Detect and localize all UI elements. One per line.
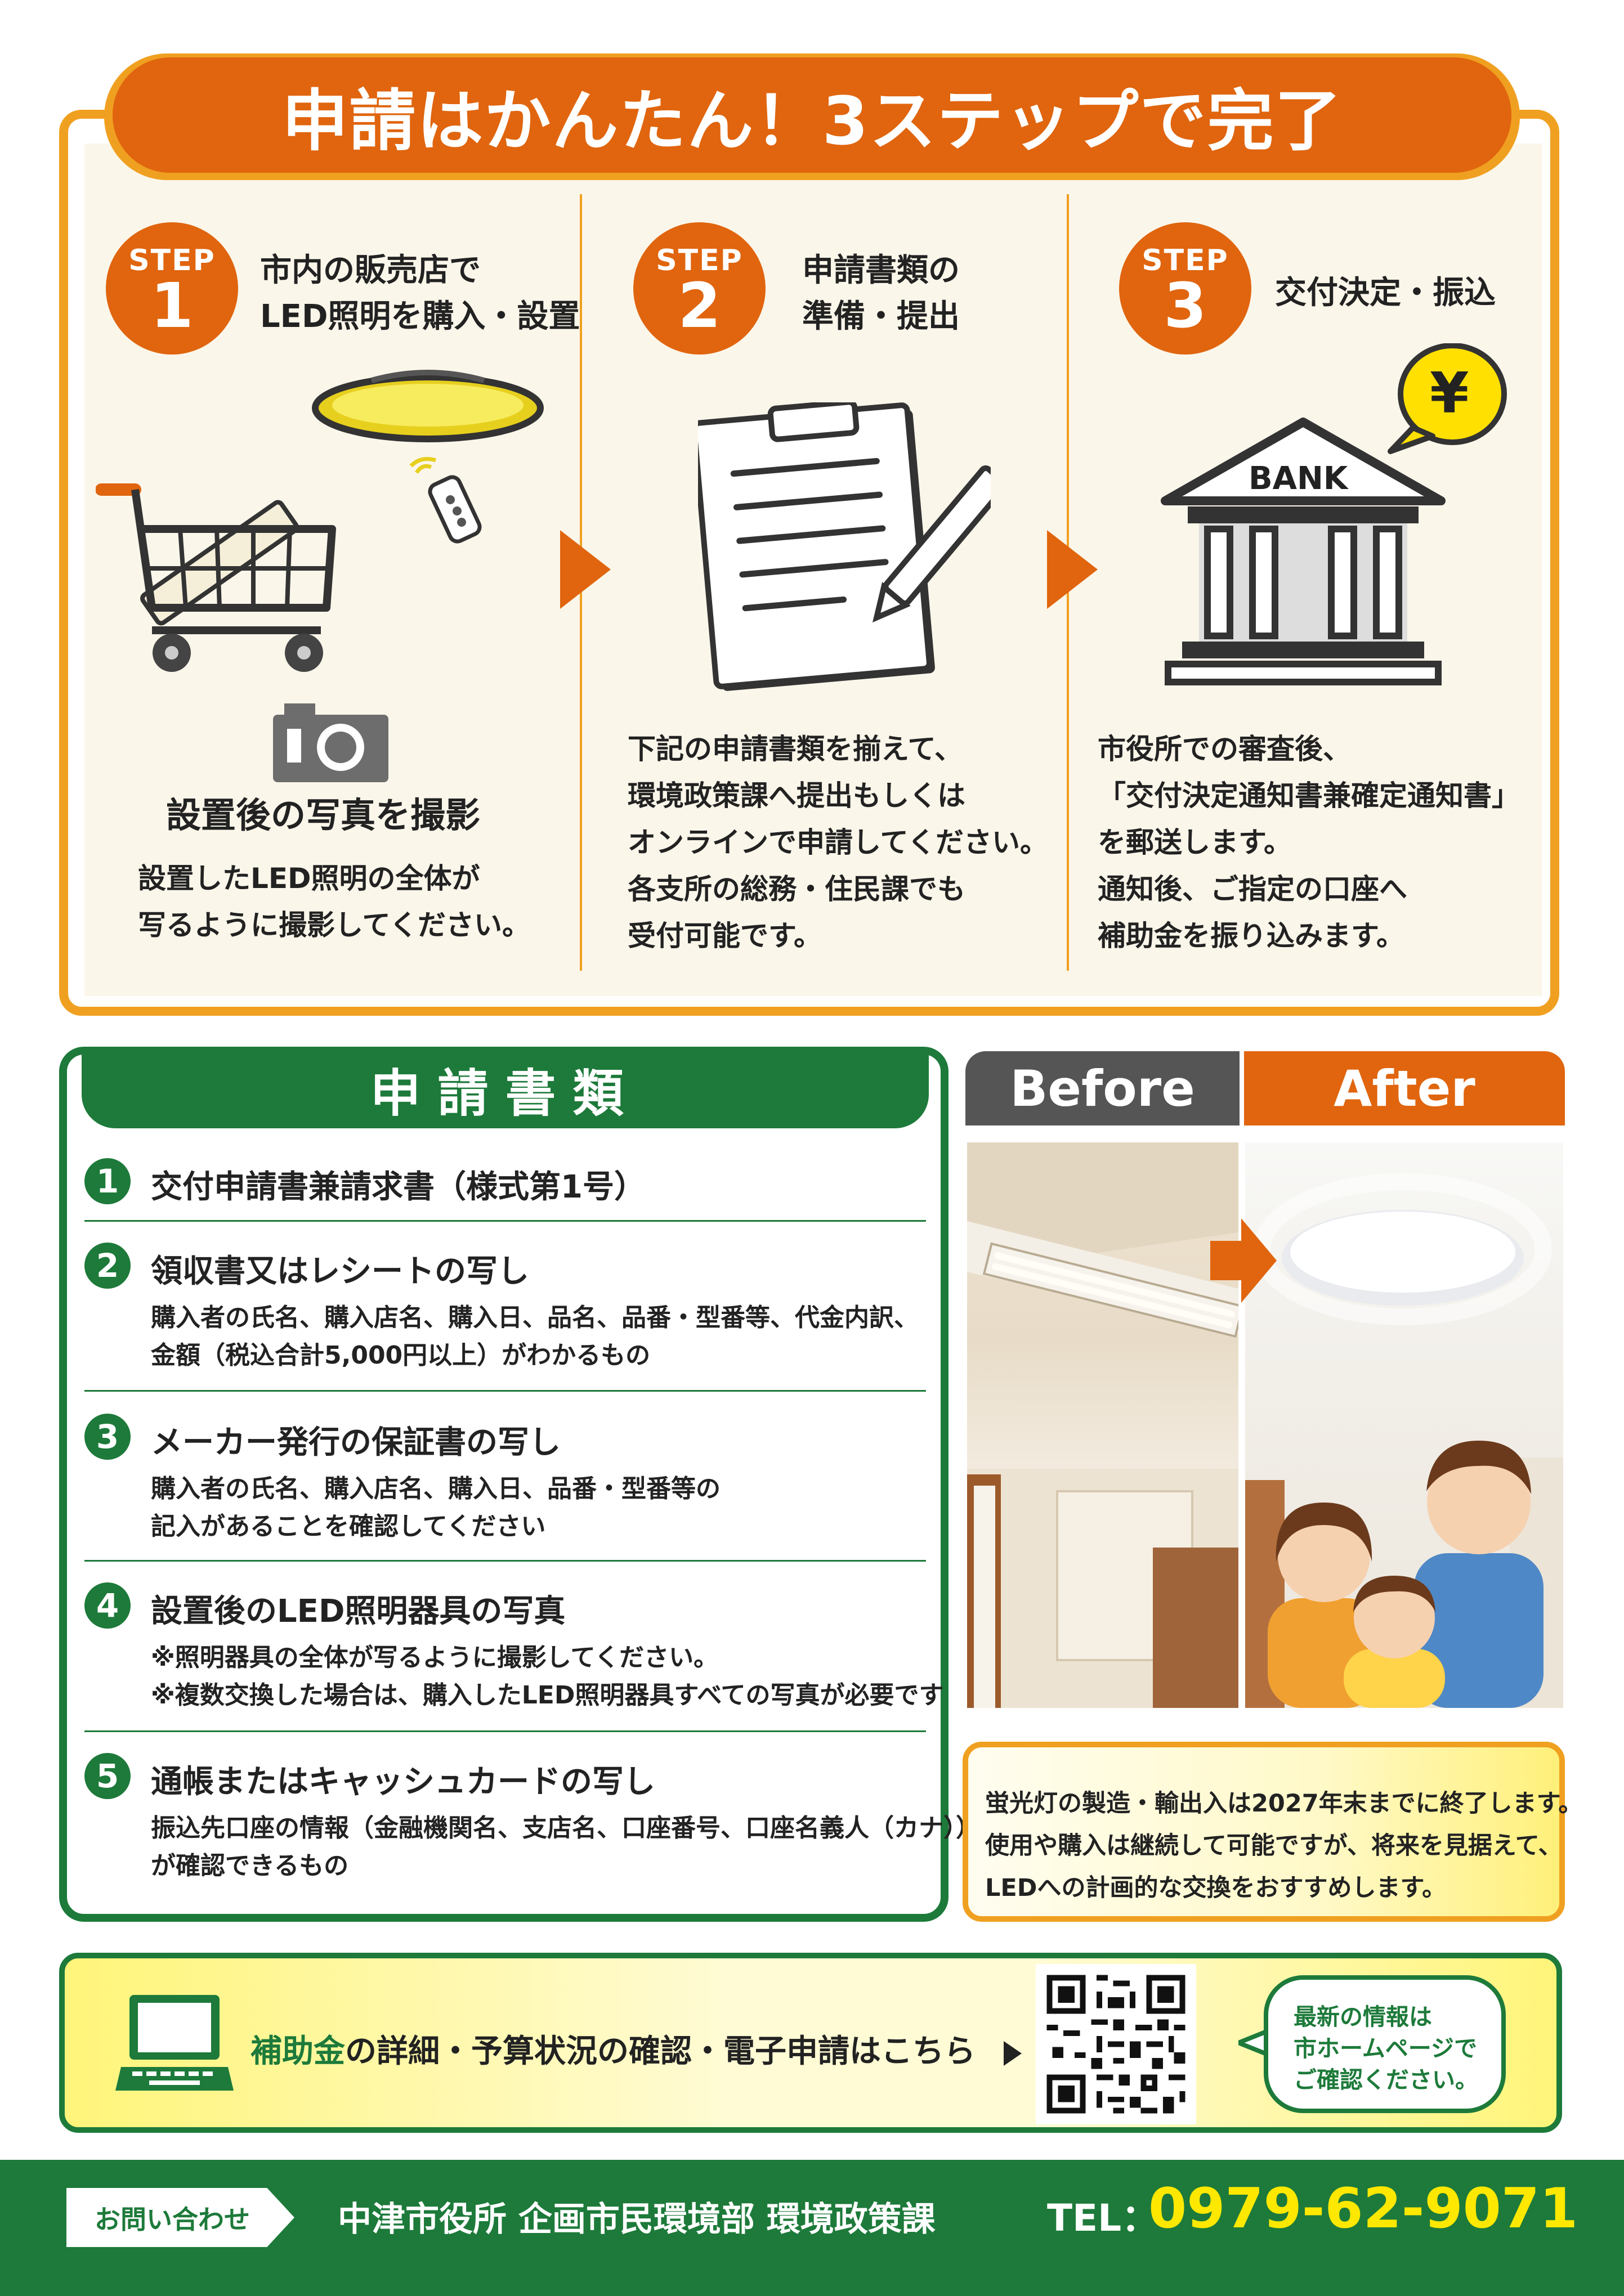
document-item-1: 1 交付申請書兼請求書（様式第1号）	[84, 1158, 923, 1209]
arrow-right-icon	[1047, 530, 1098, 609]
document-description: 購入者の氏名、購入店名、購入日、品名、品番・型番等、代金内訳、 金額（税込合計5…	[151, 1303, 919, 1370]
step-1-photo-heading: 設置後の写真を撮影	[166, 795, 481, 836]
document-title: メーカー発行の保証書の写し	[151, 1424, 561, 1461]
number-badge: 4	[84, 1582, 131, 1629]
step-2-badge: STEP 2	[633, 222, 766, 355]
document-description: 購入者の氏名、購入店名、購入日、品番・型番等の 記入があることを確認してください	[151, 1474, 721, 1541]
tel-number[interactable]: 0979-62-9071	[1148, 2177, 1578, 2241]
bank-building-icon	[1161, 418, 1446, 685]
step-1-badge: STEP 1	[106, 222, 238, 355]
step-2-title: 申請書類の 準備・提出	[802, 252, 960, 335]
after-label: After	[1244, 1051, 1565, 1125]
ceiling-light-icon	[312, 370, 544, 442]
document-title: 通帳またはキャッシュカードの写し	[151, 1764, 655, 1800]
yen-speech-bubble-icon	[1388, 343, 1507, 454]
step-1-title: 市内の販売店で LED照明を購入・設置	[260, 252, 580, 335]
camera-icon	[273, 703, 388, 782]
document-item-5: 5 通帳またはキャッシュカードの写し 振込先口座の情報（金融機関名、支店名、口座…	[84, 1753, 981, 1888]
step-3-body: 市役所での審査後、 「交付決定通知書兼確定通知書」 を郵送します。 通知後、ご指…	[1098, 733, 1520, 952]
online-application-link[interactable]: 補助金の詳細・予算状況の確認・電子申請はこちら	[250, 2026, 1022, 2071]
led-light-family-image	[1245, 1173, 1563, 1708]
number-badge: 5	[84, 1753, 131, 1799]
divider	[84, 1730, 926, 1732]
arrow-right-icon	[560, 530, 611, 609]
document-title: 領収書又はレシートの写し	[151, 1253, 529, 1290]
divider	[84, 1560, 926, 1562]
document-item-4: 4 設置後のLED照明器具の写真 ※照明器具の全体が写るように撮影してください。…	[84, 1582, 944, 1717]
document-title: 交付申請書兼請求書（様式第1号）	[151, 1169, 646, 1205]
document-item-2: 2 領収書又はレシートの写し 購入者の氏名、購入店名、購入日、品名、品番・型番等…	[84, 1243, 923, 1378]
step-2-body: 下記の申請書類を揃えて、 環境政策課へ提出もしくは オンラインで申請してください…	[628, 733, 1048, 952]
qr-code-icon	[1036, 1964, 1196, 2124]
clipboard-document-icon	[698, 402, 991, 691]
documents-title: 申請書類	[82, 1050, 929, 1128]
number-badge: 2	[84, 1243, 131, 1289]
laptop-icon	[115, 1995, 234, 2091]
before-photo	[967, 1142, 1238, 1708]
fluorescent-notice-box: 蛍光灯の製造・輸出入は2027年末までに終了します。 使用や購入は継続して可能で…	[963, 1742, 1582, 1922]
step-3-badge: STEP 3	[1119, 222, 1251, 355]
qr-code[interactable]	[1036, 1964, 1196, 2124]
after-photo	[1245, 1142, 1563, 1708]
divider	[84, 1390, 926, 1392]
play-arrow-icon	[1003, 2041, 1022, 2066]
tel-label: TEL：	[1047, 2196, 1159, 2240]
shopping-cart-icon	[96, 483, 336, 672]
number-badge: 1	[84, 1158, 131, 1204]
document-title: 設置後のLED照明器具の写真	[151, 1593, 566, 1630]
divider	[84, 1220, 926, 1222]
department-name: 中津市役所 企画市民環境部 環境政策課	[338, 2200, 936, 2239]
bank-label: BANK	[1249, 460, 1348, 497]
document-description: 振込先口座の情報（金融機関名、支店名、口座番号、口座名義人（カナ）） が確認でき…	[151, 1814, 981, 1880]
step-1-body: 設置したLED照明の全体が 写るように撮影してください。	[138, 862, 530, 941]
yen-symbol: ¥	[1430, 360, 1469, 426]
number-badge: 3	[84, 1414, 131, 1460]
steps-title: 申請はかんたん！3ステップで完了	[113, 57, 1511, 173]
remote-control-icon	[409, 457, 482, 544]
document-item-3: 3 メーカー発行の保証書の写し 購入者の氏名、購入店名、購入日、品番・型番等の …	[84, 1414, 923, 1549]
fluorescent-light-image	[967, 1142, 1238, 1708]
orange-arrow-icon	[1210, 1218, 1277, 1303]
document-description: ※照明器具の全体が写るように撮影してください。 ※複数交換した場合は、購入したL…	[151, 1643, 944, 1710]
before-label: Before	[965, 1051, 1240, 1125]
step-3-title: 交付決定・振込	[1275, 275, 1496, 311]
website-notice-bubble: 最新の情報は 市ホームページで ご確認ください。	[1264, 1975, 1506, 2113]
documents-panel	[59, 1047, 949, 1922]
contact-label: お問い合わせ	[66, 2188, 294, 2247]
